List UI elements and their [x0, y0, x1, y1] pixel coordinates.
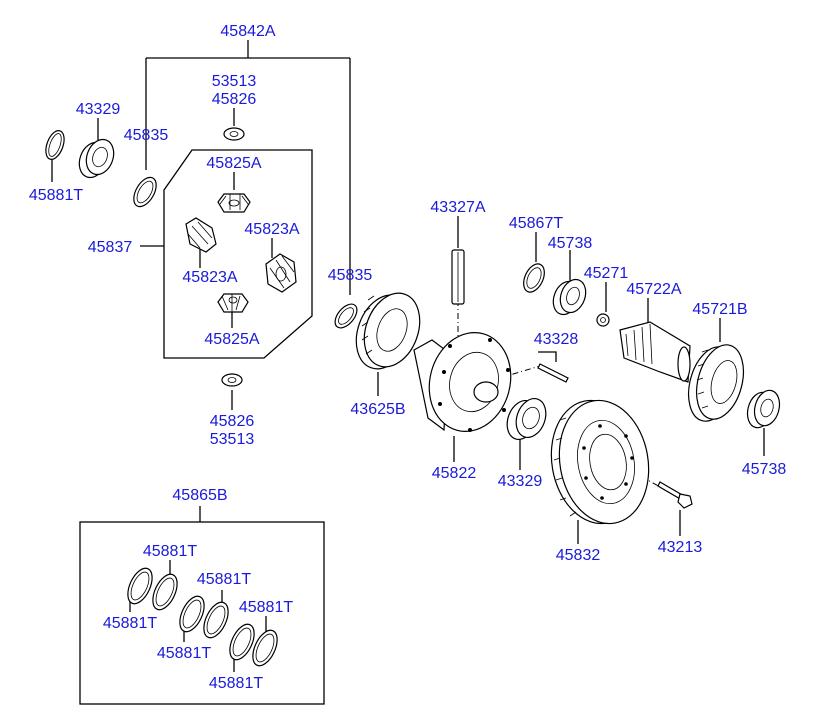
snap-ring-part[interactable]	[248, 627, 282, 670]
part-label-45825a-top[interactable]: 45825A	[206, 155, 261, 172]
kit-label-45881t-c[interactable]: 45881T	[197, 571, 251, 588]
part-label-45837[interactable]: 45837	[88, 239, 133, 256]
part-label-43329-right[interactable]: 43329	[498, 473, 543, 490]
snap-ring-part[interactable]	[199, 599, 233, 642]
part-label-45823a-left[interactable]: 45823A	[182, 269, 237, 286]
part-label-43329-left[interactable]: 43329	[76, 101, 121, 118]
part-label-43213[interactable]: 43213	[658, 539, 703, 556]
differential-case-part[interactable]	[413, 323, 522, 440]
lock-pin-part[interactable]	[537, 363, 569, 383]
pinion-gear-part[interactable]	[265, 253, 297, 293]
output-pinion-part[interactable]	[619, 321, 691, 383]
part-label-45865b[interactable]: 45865B	[172, 487, 227, 504]
ring-kit-box	[79, 521, 325, 705]
part-label-43328[interactable]: 43328	[534, 331, 579, 348]
kit-label-45881t-a[interactable]: 45881T	[143, 543, 197, 560]
side-gear-part[interactable]	[217, 193, 251, 213]
bearing-part[interactable]	[75, 136, 119, 182]
snap-ring-part[interactable]	[175, 593, 209, 636]
kit-label-45881t-b[interactable]: 45881T	[103, 615, 157, 632]
drive-gear-part[interactable]	[347, 285, 430, 376]
pinion-washer-part[interactable]	[221, 373, 243, 387]
thrust-washer-part[interactable]	[129, 174, 161, 211]
part-label-43327a[interactable]: 43327A	[430, 199, 485, 216]
ring-gear-part[interactable]	[542, 393, 658, 530]
pinion-shaft-pin-part[interactable]	[451, 249, 465, 305]
part-label-45271[interactable]: 45271	[584, 265, 629, 282]
part-label-45881t-left[interactable]: 45881T	[29, 187, 83, 204]
part-label-45738-top[interactable]: 45738	[548, 235, 593, 252]
part-label-45826-bottom[interactable]: 45826	[210, 413, 255, 430]
key-part[interactable]	[596, 313, 610, 327]
bearing-part[interactable]	[549, 276, 590, 318]
part-label-43625b[interactable]: 43625B	[350, 401, 405, 418]
part-label-45721b[interactable]: 45721B	[692, 301, 747, 318]
kit-label-45881t-f[interactable]: 45881T	[209, 675, 263, 692]
part-label-45825a-bottom[interactable]: 45825A	[204, 331, 259, 348]
pinion-gear-set-outline	[163, 149, 313, 359]
leader-lines	[51, 40, 765, 672]
kit-label-45881t-d[interactable]: 45881T	[157, 645, 211, 662]
bearing-part[interactable]	[744, 388, 783, 431]
snap-ring-part[interactable]	[123, 565, 157, 608]
part-label-45842a[interactable]: 45842A	[220, 23, 275, 40]
snap-ring-part[interactable]	[520, 261, 549, 296]
part-labels: 45842A 53513 45826 43329 45835 45881T 45…	[29, 23, 786, 692]
driven-gear-part[interactable]	[681, 340, 751, 427]
part-label-45867t[interactable]: 45867T	[509, 215, 563, 232]
thrust-washer-part[interactable]	[331, 300, 361, 332]
part-label-45835-left[interactable]: 45835	[124, 127, 169, 144]
snap-ring-part[interactable]	[148, 571, 182, 614]
part-label-45823a-right[interactable]: 45823A	[244, 221, 299, 238]
part-label-45835-right[interactable]: 45835	[328, 267, 373, 284]
part-label-53513-top[interactable]: 53513	[212, 73, 257, 90]
bearing-part[interactable]	[502, 394, 551, 443]
bolt-part[interactable]	[657, 481, 693, 509]
kit-label-45881t-e[interactable]: 45881T	[239, 599, 293, 616]
part-label-45822[interactable]: 45822	[432, 465, 477, 482]
side-gear-part[interactable]	[217, 293, 249, 313]
snap-ring-part[interactable]	[42, 128, 67, 162]
part-label-45832[interactable]: 45832	[556, 547, 601, 564]
part-label-45826-top[interactable]: 45826	[212, 91, 257, 108]
pinion-gear-part[interactable]	[185, 217, 217, 253]
pinion-washer-part[interactable]	[223, 127, 245, 141]
snap-ring-part[interactable]	[225, 621, 259, 664]
part-label-45722a[interactable]: 45722A	[626, 281, 681, 298]
part-label-45738-bottom[interactable]: 45738	[742, 461, 787, 478]
part-label-53513-bottom[interactable]: 53513	[210, 431, 255, 448]
